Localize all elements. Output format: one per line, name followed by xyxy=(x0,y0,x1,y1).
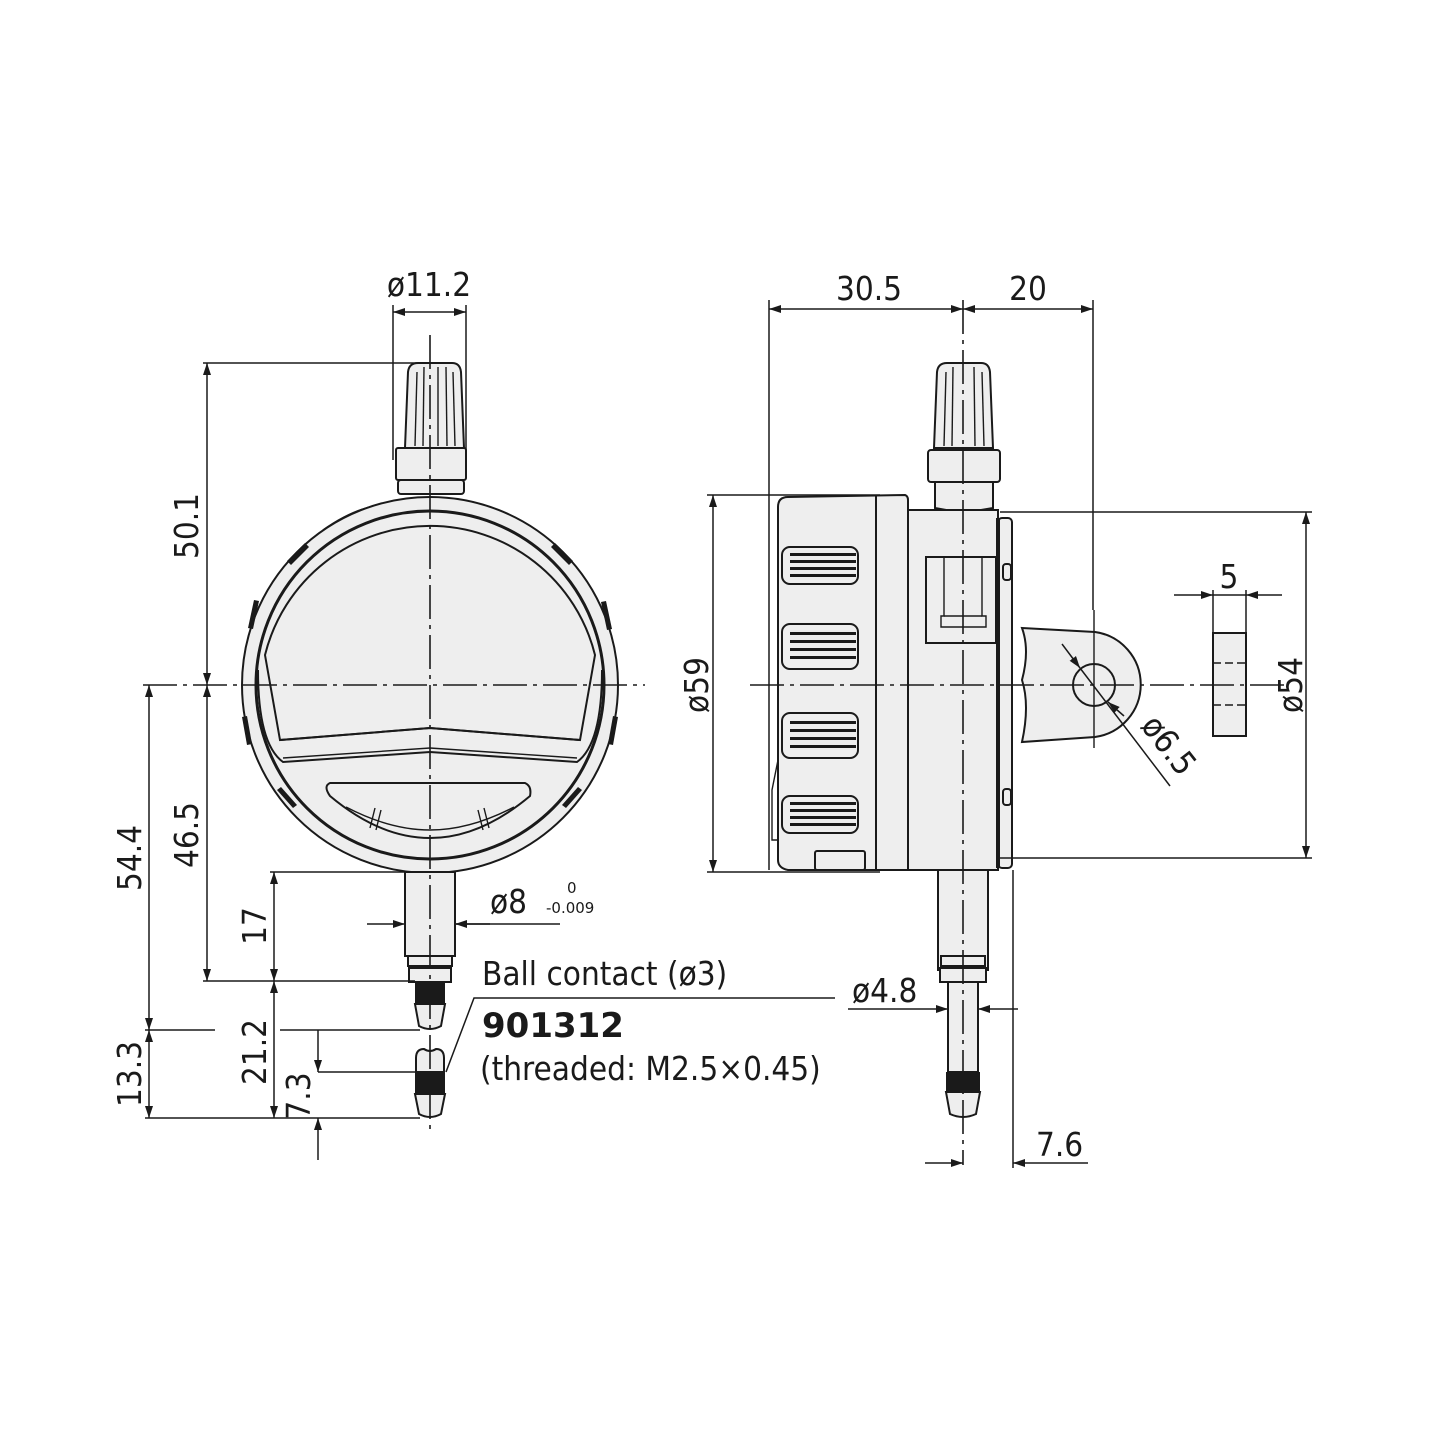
label-stem-length: 17 xyxy=(235,907,274,945)
label-knob-diameter: ø11.2 xyxy=(387,265,471,304)
label-spindle-offset: 7.6 xyxy=(1036,1125,1083,1164)
label-lug-hole: ø6.5 xyxy=(1134,707,1205,783)
dim-lug-thickness: 5 xyxy=(1174,557,1282,633)
dim-back-depth: 30.5 xyxy=(768,269,963,870)
label-top-height: 50.1 xyxy=(167,493,206,559)
contact-notes: Ball contact (ø3) 901312 (threaded: M2.5… xyxy=(445,954,835,1088)
dim-stem-length: 17 xyxy=(235,871,405,981)
note-thread-spec: (threaded: M2.5×0.45) xyxy=(480,1049,821,1088)
side-grip-slots xyxy=(781,546,859,834)
label-back-diameter: ø54 xyxy=(1271,657,1310,713)
side-body xyxy=(771,493,1247,871)
label-stem-tol-upper: 0 xyxy=(567,879,577,897)
dim-body-diameter: ø59 xyxy=(677,494,880,873)
dim-top-height: 50.1 xyxy=(167,362,450,685)
dim-back-diameter: ø54 xyxy=(1000,511,1312,859)
knob xyxy=(395,362,467,495)
label-stem-diameter: ø8 xyxy=(490,882,527,921)
bezel-grip-marks xyxy=(242,505,618,808)
dim-contact-offset: 13.3 xyxy=(110,1029,420,1119)
dim-contact-height: 21.2 xyxy=(235,981,278,1118)
label-contact-thread-len: 7.3 xyxy=(279,1072,318,1119)
label-contact-offset: 13.3 xyxy=(110,1041,149,1107)
label-back-depth: 30.5 xyxy=(836,269,902,308)
dim-spindle-diameter: ø4.8 xyxy=(848,971,1018,1013)
label-lug-thickness: 5 xyxy=(1220,557,1239,596)
label-stem-tol-lower: -0.009 xyxy=(546,899,594,917)
front-view: ø11.2 50.1 54.4 46.5 17 xyxy=(110,265,835,1160)
dim-lower-height: 46.5 xyxy=(167,685,415,982)
side-view: 30.5 20 ø59 ø54 ø6.5 xyxy=(677,269,1312,1168)
label-lug-offset: 20 xyxy=(1009,269,1047,308)
dim-overall-lower: 54.4 xyxy=(110,685,153,1030)
note-ball-contact: Ball contact (ø3) xyxy=(482,954,727,993)
dim-stem-diameter: ø8 0 -0.009 xyxy=(367,879,594,928)
dim-knob-diameter: ø11.2 xyxy=(387,265,471,460)
note-part-number: 901312 xyxy=(482,1006,624,1046)
label-overall-lower: 54.4 xyxy=(110,825,149,891)
label-contact-height: 21.2 xyxy=(235,1019,274,1085)
label-lower-height: 46.5 xyxy=(167,802,206,868)
label-spindle-diameter: ø4.8 xyxy=(852,971,917,1010)
label-body-diameter: ø59 xyxy=(677,657,716,713)
dim-spindle-offset: 7.6 xyxy=(925,870,1088,1168)
side-knob xyxy=(927,362,1001,515)
dim-lug-offset: 20 xyxy=(963,269,1094,610)
dim-contact-thread-len: 7.3 xyxy=(279,1030,415,1160)
